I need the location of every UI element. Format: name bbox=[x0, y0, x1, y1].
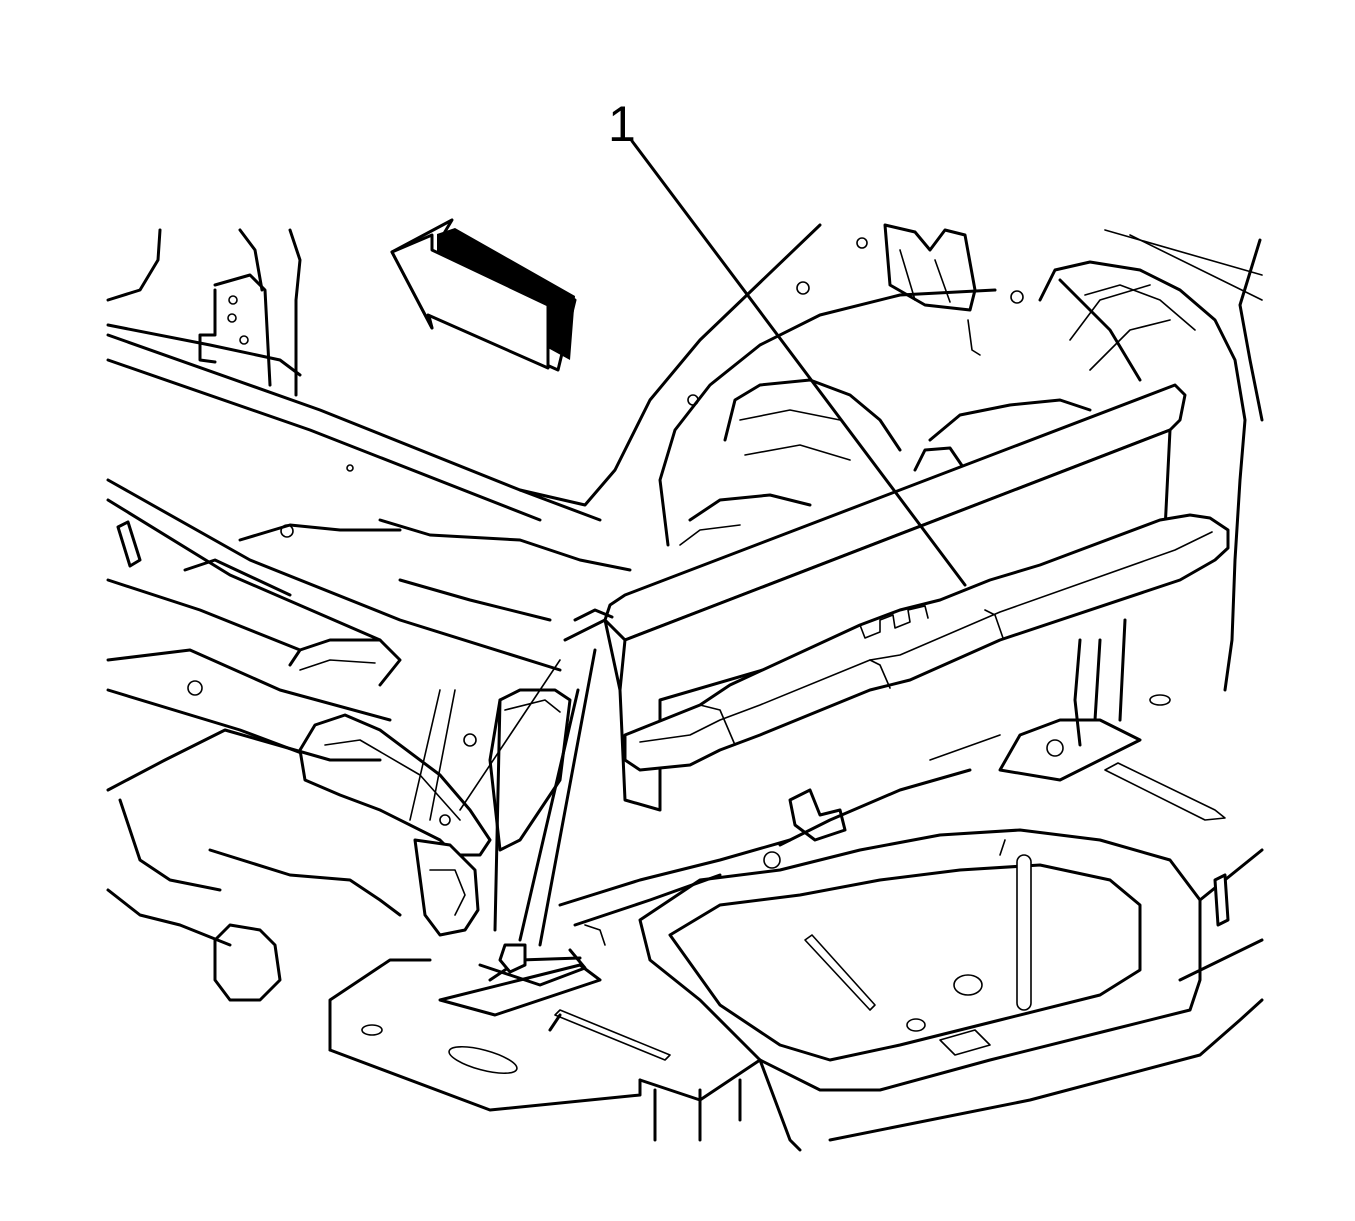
left-body-side-panel bbox=[106, 228, 602, 522]
floor-pan bbox=[106, 728, 1264, 1152]
left-floor-rails bbox=[106, 464, 632, 762]
floor-right-brackets bbox=[478, 618, 1226, 987]
rear-compartment-reinforcement bbox=[623, 513, 1230, 772]
rear-wheelhouse bbox=[518, 223, 1264, 692]
seat-belt-retractor bbox=[298, 688, 572, 937]
callout-1: 1 bbox=[608, 96, 967, 587]
callout-label: 1 bbox=[608, 96, 636, 152]
seat-straps bbox=[459, 648, 597, 947]
shock-tower bbox=[679, 378, 1092, 546]
forward-direction-arrow-icon bbox=[390, 218, 577, 372]
